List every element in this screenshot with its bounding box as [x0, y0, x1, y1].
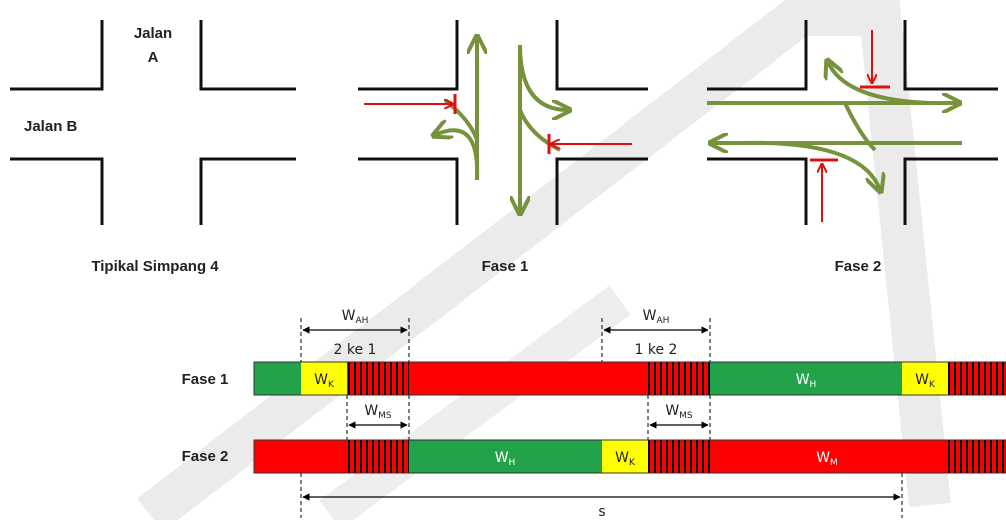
wk-label-1: WK [314, 372, 335, 390]
phase2-allred-1 [347, 440, 409, 473]
wah-note-2to1: 2 ke 1 [334, 342, 377, 358]
wk-label-3: WK [615, 450, 636, 468]
phase2-down-turn-arrow [739, 140, 880, 190]
phase2-green [409, 440, 602, 473]
phase1-left-turn-arrow [435, 130, 480, 181]
phase2-yellow [602, 440, 648, 473]
cycle-interval: s [302, 493, 901, 520]
road-a-label-line2: A [148, 49, 159, 66]
road-b-label: Jalan B [24, 118, 78, 135]
wk-label-2: WK [915, 372, 936, 390]
phase2-allred-2 [648, 440, 710, 473]
cycle-label: s [598, 504, 605, 520]
wh-label-1: WH [796, 372, 817, 390]
svg-text:WAH: WAH [643, 308, 670, 326]
wms-interval-1: WMS [348, 403, 408, 429]
phase2-up-turn-arrow [828, 62, 931, 105]
svg-text:WMS: WMS [665, 403, 693, 421]
road-a-label-line1: Jalan [134, 25, 172, 42]
phase2-signal-bar: WH WK WM [253, 439, 1006, 474]
phase1-right-turn-arrow [518, 44, 568, 110]
phase2-junction: Fase 2 [707, 20, 998, 275]
row-label-phase1: Fase 1 [182, 371, 229, 388]
wms-interval-2: WMS [649, 403, 709, 429]
typical-junction: Jalan A Jalan B Tipikal Simpang 4 [10, 20, 296, 275]
phase1-junction: Fase 1 [358, 20, 648, 275]
svg-text:WMS: WMS [364, 403, 392, 421]
watermark [137, 0, 951, 520]
phase2-allred-3 [948, 440, 1006, 473]
wah-note-1to2: 1 ke 2 [635, 342, 678, 358]
phase1-red [409, 362, 648, 395]
phase1-allred-2 [648, 362, 710, 395]
svg-text:WAH: WAH [342, 308, 369, 326]
phase1-yellow-1 [301, 362, 347, 395]
phase1-allred-3 [948, 362, 1006, 395]
phase2-red-1 [254, 440, 347, 473]
phase1-yellow-2 [902, 362, 948, 395]
phase1-green-2 [710, 362, 902, 395]
row-label-phase2: Fase 2 [182, 448, 229, 465]
wah-interval-1to2: WAH 1 ke 2 [603, 308, 709, 358]
phase2-caption: Fase 2 [835, 258, 882, 275]
typical-caption: Tipikal Simpang 4 [91, 258, 219, 275]
phase1-caption: Fase 1 [482, 258, 529, 275]
phase1-signal-bar: WK WH WK [253, 361, 1006, 396]
phase2-red-2 [710, 440, 948, 473]
timing-diagram: WAH 2 ke 1 WAH 1 ke 2 Fase 1 Fase 2 WK W… [182, 308, 1006, 520]
wah-interval-2to1: WAH 2 ke 1 [302, 308, 408, 358]
timing-guides [300, 318, 903, 518]
wh-label-2: WH [495, 450, 516, 468]
wm-label: WM [816, 450, 838, 468]
phase1-allred-1 [347, 362, 409, 395]
phase1-green-1 [254, 362, 301, 395]
